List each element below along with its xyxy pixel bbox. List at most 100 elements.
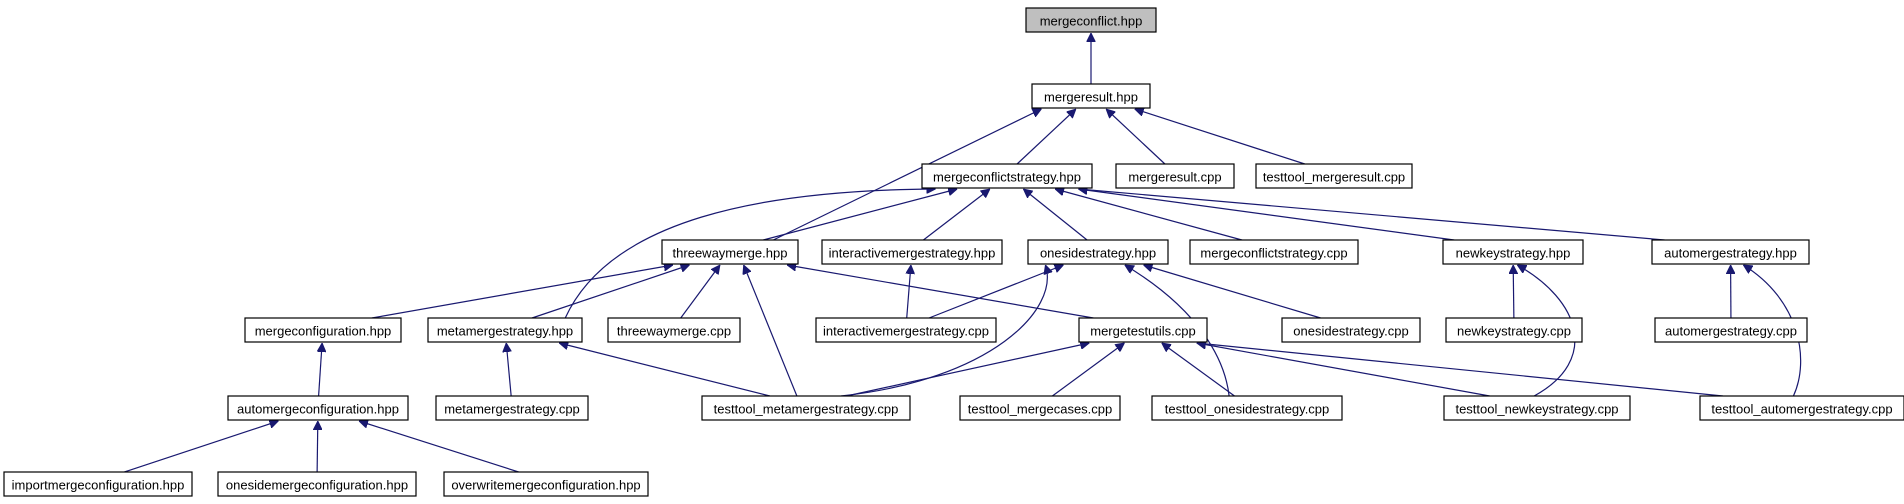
- edge-mergeconflictstrategy_hpp-to-mergeresult_hpp: [1016, 109, 1076, 165]
- edge-importmergeconfiguration_hpp-to-automergeconfiguration_hpp: [124, 421, 278, 473]
- node-box[interactable]: [607, 317, 741, 343]
- node-metamergestrategy-cpp[interactable]: metamergestrategy.cpp: [435, 395, 589, 421]
- node-label: onesidemergeconfiguration.hpp: [226, 478, 408, 493]
- node-label: testtool_mergecases.cpp: [968, 402, 1113, 417]
- edge-testtool_metamergestrategy_cpp-to-metamergestrategy_hpp: [559, 343, 771, 397]
- edges-layer: [124, 33, 1802, 473]
- node-onesidestrategy-cpp[interactable]: onesidestrategy.cpp: [1281, 317, 1421, 343]
- node-box[interactable]: [1443, 395, 1631, 421]
- node-mergeconfiguration-hpp[interactable]: mergeconfiguration.hpp: [244, 317, 402, 343]
- node-onesidemergeconfiguration-hpp[interactable]: onesidemergeconfiguration.hpp: [217, 471, 417, 497]
- node-testtool-automergestrategy-cpp[interactable]: testtool_automergestrategy.cpp: [1699, 395, 1904, 421]
- edge-mergetestutils_cpp-to-threewaymerge_hpp: [787, 265, 1094, 319]
- node-label: overwritemergeconfiguration.hpp: [451, 478, 640, 493]
- node-label: interactivemergestrategy.hpp: [829, 246, 996, 261]
- node-label: testtool_metamergestrategy.cpp: [714, 402, 899, 417]
- node-box[interactable]: [1654, 317, 1808, 343]
- edge-metamergestrategy_cpp-to-metamergestrategy_hpp: [506, 343, 512, 397]
- node-box[interactable]: [821, 239, 1003, 265]
- node-mergeresult-hpp[interactable]: mergeresult.hpp: [1031, 83, 1151, 109]
- node-box[interactable]: [1078, 317, 1208, 343]
- node-box[interactable]: [427, 317, 583, 343]
- edge-automergeconfiguration_hpp-to-mergeconfiguration_hpp: [319, 343, 323, 397]
- nodes-layer: mergeconflict.hpp mergeresult.hpp mergecon…: [3, 7, 1904, 497]
- node-importmergeconfiguration-hpp[interactable]: importmergeconfiguration.hpp: [3, 471, 193, 497]
- node-label: interactivemergestrategy.cpp: [823, 324, 989, 339]
- node-interactivemergestrategy-cpp[interactable]: interactivemergestrategy.cpp: [815, 317, 997, 343]
- node-automergestrategy-cpp[interactable]: automergestrategy.cpp: [1654, 317, 1808, 343]
- node-box[interactable]: [1031, 83, 1151, 109]
- edge-threewaymerge_cpp-to-threewaymerge_hpp: [680, 265, 720, 319]
- node-newkeystrategy-hpp[interactable]: newkeystrategy.hpp: [1442, 239, 1584, 265]
- node-onesidestrategy-hpp[interactable]: onesidestrategy.hpp: [1027, 239, 1169, 265]
- edge-onesidemergeconfiguration_hpp-to-automergeconfiguration_hpp: [317, 421, 318, 473]
- edge-onesidestrategy_cpp-to-onesidestrategy_hpp: [1144, 265, 1321, 319]
- node-overwritemergeconfiguration-hpp[interactable]: overwritemergeconfiguration.hpp: [443, 471, 649, 497]
- node-label: mergetestutils.cpp: [1090, 324, 1196, 339]
- node-label: mergeconflict.hpp: [1040, 14, 1143, 29]
- node-label: mergeresult.cpp: [1128, 170, 1221, 185]
- node-label: metamergestrategy.hpp: [437, 324, 573, 339]
- node-automergeconfiguration-hpp[interactable]: automergeconfiguration.hpp: [227, 395, 409, 421]
- node-box[interactable]: [227, 395, 409, 421]
- node-testtool-newkeystrategy-cpp[interactable]: testtool_newkeystrategy.cpp: [1443, 395, 1631, 421]
- node-box[interactable]: [217, 471, 417, 497]
- node-mergeconflictstrategy-hpp[interactable]: mergeconflictstrategy.hpp: [921, 163, 1093, 189]
- node-box[interactable]: [1445, 317, 1583, 343]
- node-box[interactable]: [1189, 239, 1359, 265]
- node-box[interactable]: [244, 317, 402, 343]
- node-box[interactable]: [1442, 239, 1584, 265]
- node-testtool-onesidestrategy-cpp[interactable]: testtool_onesidestrategy.cpp: [1151, 395, 1343, 421]
- node-box[interactable]: [661, 239, 799, 265]
- edge-testtool_mergecases_cpp-to-mergetestutils_cpp: [1052, 343, 1124, 397]
- node-box[interactable]: [1115, 163, 1235, 189]
- node-interactivemergestrategy-hpp[interactable]: interactivemergestrategy.hpp: [821, 239, 1003, 265]
- edge-mergeresult_cpp-to-mergeresult_hpp: [1106, 109, 1166, 165]
- node-newkeystrategy-cpp[interactable]: newkeystrategy.cpp: [1445, 317, 1583, 343]
- node-label: automergeconfiguration.hpp: [237, 402, 399, 417]
- node-label: metamergestrategy.cpp: [444, 402, 580, 417]
- node-box[interactable]: [1281, 317, 1421, 343]
- node-threewaymerge-hpp[interactable]: threewaymerge.hpp: [661, 239, 799, 265]
- edge-metamergestrategy_hpp-to-mergeconflictstrategy_hpp: [564, 189, 935, 319]
- edge-onesidestrategy_hpp-to-mergeconflictstrategy_hpp: [1023, 189, 1088, 241]
- node-testtool-mergeresult-cpp[interactable]: testtool_mergeresult.cpp: [1255, 163, 1413, 189]
- node-threewaymerge-cpp[interactable]: threewaymerge.cpp: [607, 317, 741, 343]
- node-box[interactable]: [1255, 163, 1413, 189]
- node-testtool-metamergestrategy-cpp[interactable]: testtool_metamergestrategy.cpp: [701, 395, 911, 421]
- node-box[interactable]: [815, 317, 997, 343]
- node-box[interactable]: [435, 395, 589, 421]
- node-box[interactable]: [1027, 239, 1169, 265]
- node-metamergestrategy-hpp[interactable]: metamergestrategy.hpp: [427, 317, 583, 343]
- node-label: threewaymerge.hpp: [673, 246, 788, 261]
- edge-testtool_metamergestrategy_cpp-to-onesidestrategy_hpp: [840, 265, 1047, 397]
- edge-testtool_metamergestrategy_cpp-to-threewaymerge_hpp: [744, 265, 798, 397]
- node-box[interactable]: [921, 163, 1093, 189]
- edge-testtool_mergeresult_cpp-to-mergeresult_hpp: [1135, 109, 1306, 165]
- node-mergeconflictstrategy-cpp[interactable]: mergeconflictstrategy.cpp: [1189, 239, 1359, 265]
- edge-mergeconflictstrategy_cpp-to-mergeconflictstrategy_hpp: [1055, 189, 1243, 241]
- node-box[interactable]: [1651, 239, 1810, 265]
- node-box[interactable]: [701, 395, 911, 421]
- node-automergestrategy-hpp[interactable]: automergestrategy.hpp: [1651, 239, 1810, 265]
- node-testtool-mergecases-cpp[interactable]: testtool_mergecases.cpp: [959, 395, 1121, 421]
- edge-testtool_automergestrategy_cpp-to-mergetestutils_cpp: [1197, 343, 1723, 397]
- edge-newkeystrategy_hpp-to-mergeconflictstrategy_hpp: [1078, 189, 1455, 241]
- edge-interactivemergestrategy_hpp-to-mergeconflictstrategy_hpp: [923, 189, 990, 241]
- node-mergeresult-cpp[interactable]: mergeresult.cpp: [1115, 163, 1235, 189]
- node-box[interactable]: [959, 395, 1121, 421]
- edge-interactivemergestrategy_cpp-to-interactivemergestrategy_hpp: [907, 265, 911, 319]
- node-box[interactable]: [443, 471, 649, 497]
- node-mergetestutils-cpp[interactable]: mergetestutils.cpp: [1078, 317, 1208, 343]
- node-box[interactable]: [1151, 395, 1343, 421]
- node-label: threewaymerge.cpp: [617, 324, 731, 339]
- edge-overwritemergeconfiguration_hpp-to-automergeconfiguration_hpp: [359, 421, 519, 473]
- node-mergeconflict-hpp[interactable]: mergeconflict.hpp: [1025, 7, 1157, 33]
- node-box[interactable]: [1025, 7, 1157, 33]
- edge-threewaymerge_hpp-to-mergeconflictstrategy_hpp: [763, 189, 957, 241]
- node-label: onesidestrategy.hpp: [1040, 246, 1156, 261]
- node-label: testtool_mergeresult.cpp: [1263, 170, 1405, 185]
- node-box[interactable]: [1699, 395, 1904, 421]
- node-box[interactable]: [3, 471, 193, 497]
